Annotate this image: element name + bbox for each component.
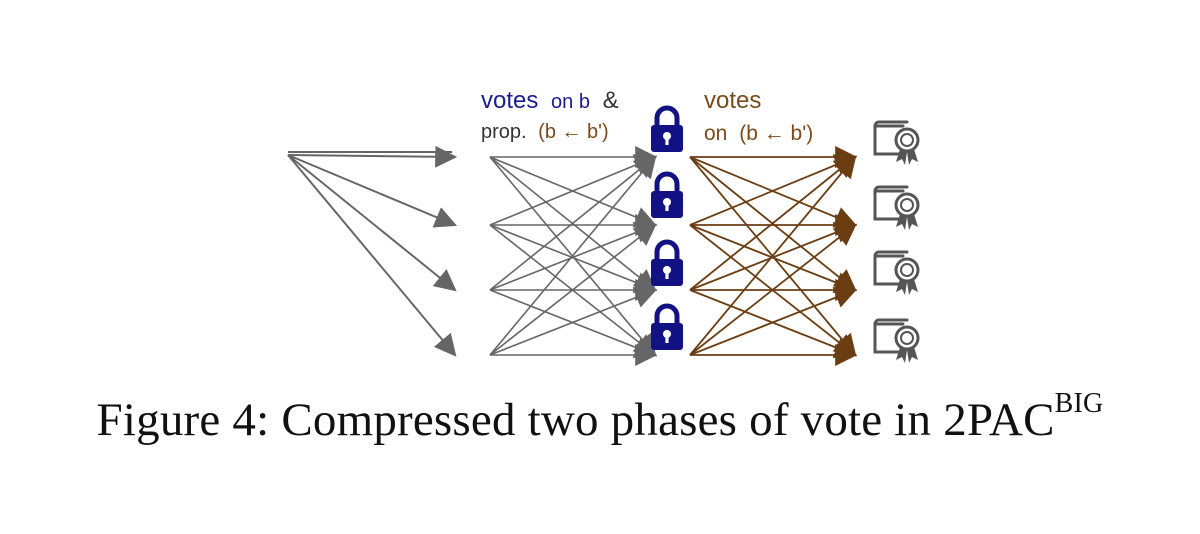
lock-column <box>651 105 683 350</box>
certificate-column <box>873 120 920 363</box>
lock-icon <box>651 303 683 350</box>
phase1-vote-arrow <box>489 223 657 356</box>
figure-caption: Figure 4: Compressed two phases of vote … <box>0 388 1200 447</box>
phase2-votes-label: votes <box>704 87 761 114</box>
phase2-vote-arrow <box>689 222 858 291</box>
phase1-vote-arrow <box>489 287 658 356</box>
fan-arrow <box>287 154 457 357</box>
certificate-icon <box>873 185 920 230</box>
phase1-vote-arrow <box>489 155 657 356</box>
lock-icon <box>651 239 683 286</box>
fan-arrow <box>287 154 457 292</box>
phase1-amp-text: & <box>603 87 619 114</box>
lock-icon <box>651 105 683 152</box>
certificate-icon <box>873 250 920 295</box>
phase2-vote-arrow <box>689 223 857 356</box>
phase1-vote-mesh <box>489 146 658 366</box>
certificate-icon <box>873 318 920 363</box>
phase2-expr-text: (b ← b') <box>739 122 813 145</box>
proposal-fan-arrows <box>287 145 458 357</box>
phase2-on-text: on <box>704 122 727 145</box>
fan-arrow <box>287 154 458 228</box>
phase2-vote-arrow <box>689 287 858 356</box>
certificate-icon <box>873 120 920 165</box>
phase1-prop-expr-text: (b ← b') <box>538 121 609 143</box>
phase1-prop-label: prop. (b ← b') <box>481 121 609 143</box>
phase2-vote-arrow <box>689 155 857 356</box>
phase1-votes-text: votes <box>481 87 538 114</box>
phase1-vote-arrow <box>489 155 657 291</box>
phase1-prop-text: prop. <box>481 121 527 143</box>
caption-text: Figure 4: Compressed two phases of vote … <box>96 394 1055 446</box>
phase1-vote-arrow <box>489 154 658 226</box>
fan-arrow <box>287 145 458 168</box>
phase1-on-b-text: on b <box>551 91 590 113</box>
phase1-label: votes on b & <box>481 87 619 114</box>
phase2-on-label: on (b ← b') <box>704 122 813 145</box>
lock-icon <box>651 171 683 218</box>
phase2-vote-mesh <box>689 146 858 366</box>
phase2-vote-arrow <box>689 155 857 291</box>
phase2-vote-arrow <box>689 154 858 226</box>
caption-superscript: BIG <box>1054 388 1104 420</box>
phase1-vote-arrow <box>489 222 658 291</box>
